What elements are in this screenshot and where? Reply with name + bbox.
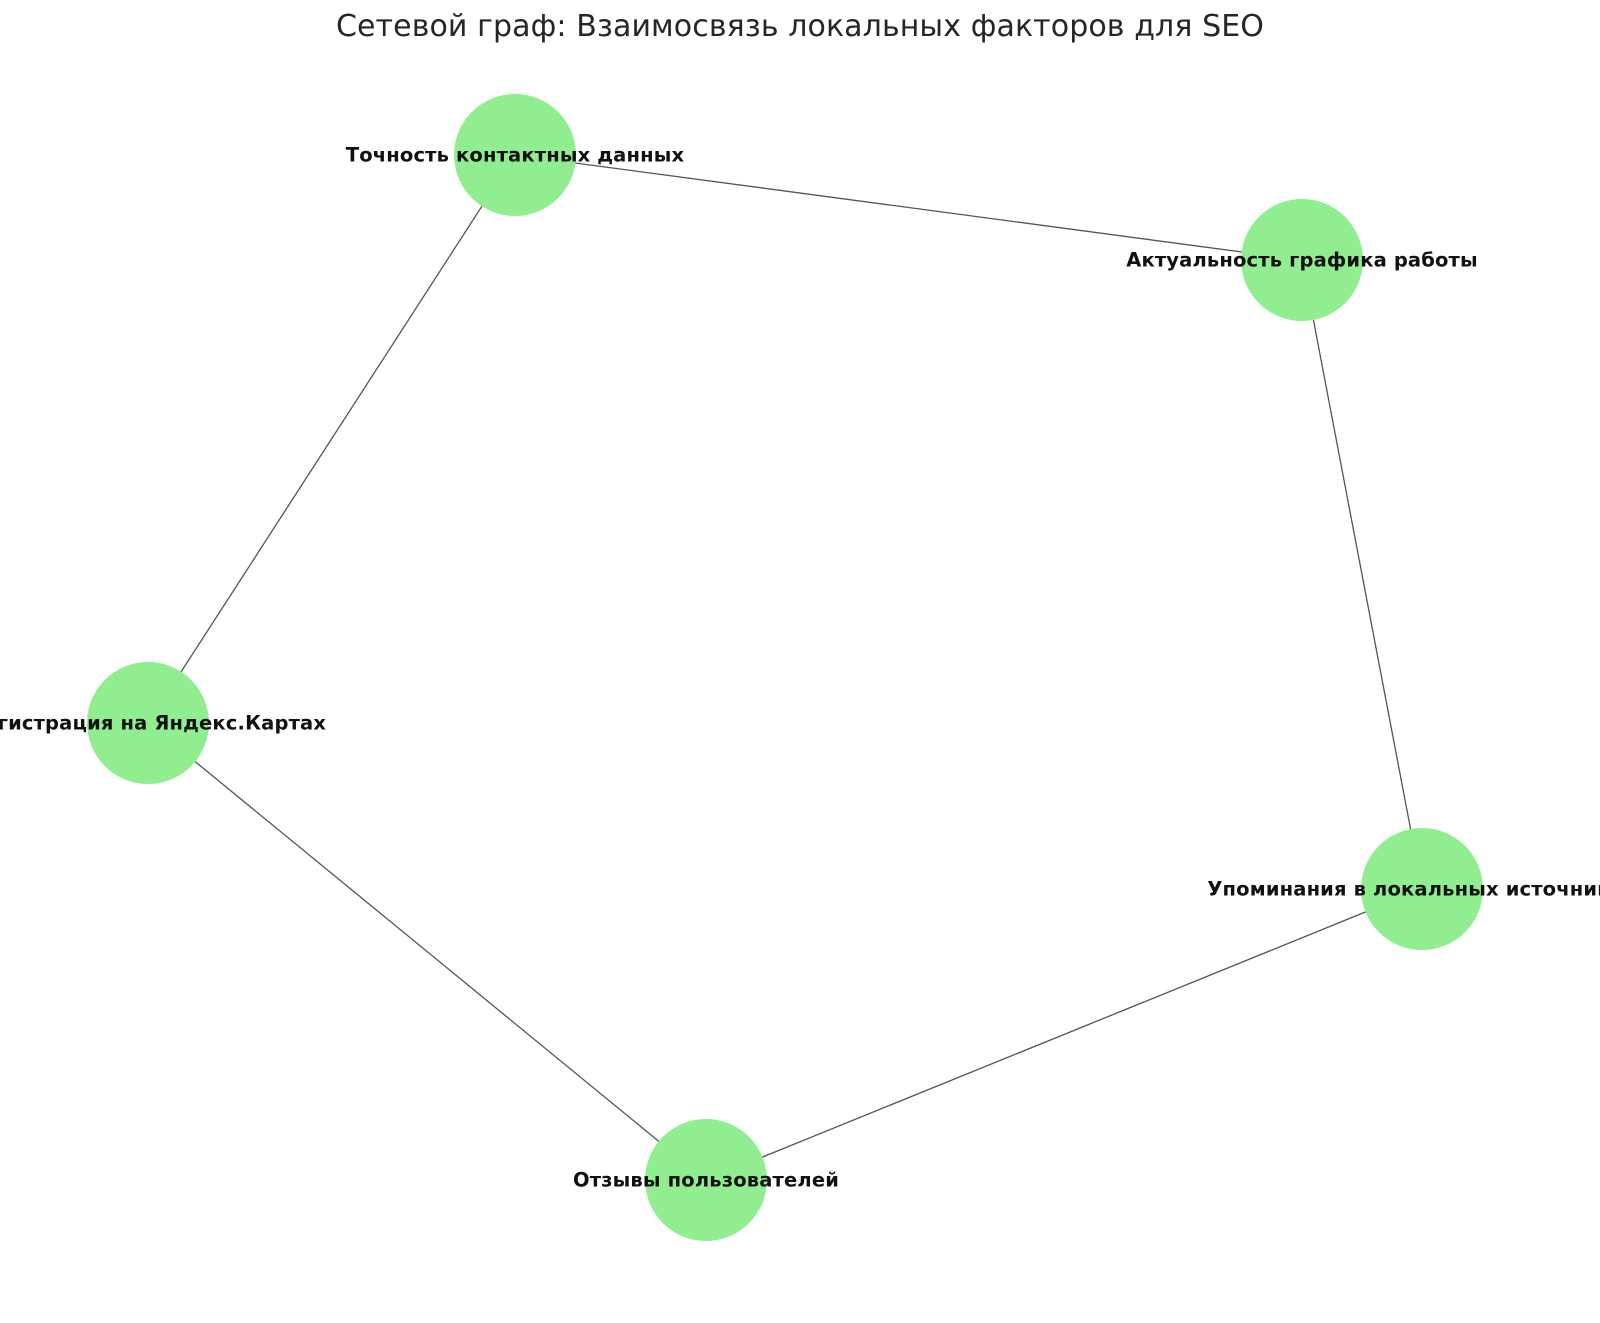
graph-node[interactable] — [87, 662, 209, 784]
graph-edge — [514, 154, 1303, 261]
graph-edge — [147, 154, 516, 724]
node-layer — [87, 94, 1483, 1241]
graph-edge — [1301, 259, 1423, 890]
graph-node[interactable] — [1241, 199, 1363, 321]
edge-layer — [147, 154, 1423, 1181]
page-title: Сетевой граф: Взаимосвязь локальных факт… — [335, 9, 1265, 44]
graph-node[interactable] — [454, 94, 576, 216]
graph-edge — [705, 888, 1423, 1181]
graph-node[interactable] — [645, 1119, 767, 1241]
graph-edge — [147, 722, 707, 1181]
graph-node[interactable] — [1361, 828, 1483, 950]
